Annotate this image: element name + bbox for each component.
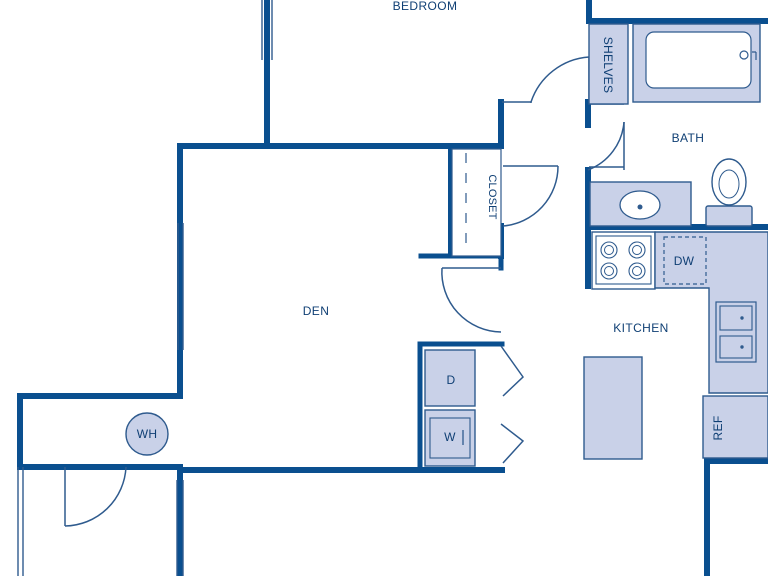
- bedroom-label: BEDROOM: [393, 0, 458, 13]
- bath-sink-drain: [637, 204, 643, 210]
- door-swing-icon: [502, 165, 559, 227]
- toilet-icon: [705, 158, 753, 227]
- dryer-box: [424, 349, 476, 407]
- double-sink-icon: [715, 301, 757, 363]
- laundry-bifold-door-upper: [500, 345, 524, 397]
- closet-fixture: [451, 148, 502, 257]
- tub-faucet: [752, 51, 757, 60]
- room-labels: BEDROOM DEN BATH KITCHEN: [303, 0, 705, 335]
- door-swing-icon: [502, 56, 590, 103]
- kitchen-island: [583, 356, 643, 460]
- dishwasher-box: [663, 236, 707, 285]
- tub-basin: [645, 31, 752, 89]
- bath-north-wall: [586, 0, 768, 24]
- stove-burner-4-inner: [632, 266, 642, 276]
- water-heater-label: WH: [137, 427, 158, 441]
- water-heater-door-arc: [64, 466, 127, 527]
- stove-burner-2-inner: [632, 245, 642, 255]
- kitchen-sink-left: [719, 305, 753, 331]
- kitchen-sink-right: [719, 335, 753, 359]
- shelves-unit: [588, 23, 629, 105]
- toilet-seat: [718, 169, 740, 199]
- water-heater-icon: [125, 412, 169, 456]
- dryer-label: D: [447, 373, 456, 387]
- laundry-fixtures: [424, 349, 476, 467]
- kitchen-sink-left-drain: [740, 316, 744, 320]
- water-heater-enclosure: [17, 393, 183, 470]
- door-swing-icon: [587, 121, 625, 171]
- laundry-bifold-door-lower: [500, 423, 525, 464]
- entry-door-arc: [530, 56, 590, 103]
- kitchen-sink-right-drain: [740, 345, 744, 349]
- door-swings: [64, 56, 625, 527]
- water-heater-fixture: [125, 412, 169, 456]
- closet-label: CLOSET: [486, 174, 498, 219]
- shelves-label: SHELVES: [601, 37, 615, 94]
- stove-icon: [591, 231, 656, 290]
- closet-box: [451, 148, 502, 257]
- laundry-bifold-doors: [500, 345, 525, 464]
- refrigerator-label: REF: [711, 416, 725, 441]
- door-swing-icon: [64, 466, 127, 527]
- washer-label: W: [444, 430, 456, 444]
- stove-burner-1-inner: [604, 245, 614, 255]
- refrigerator-box: [702, 395, 768, 459]
- sink-icon: [589, 181, 692, 227]
- tub-drain: [739, 50, 749, 60]
- bath-label: BATH: [672, 131, 705, 145]
- kitchen-label: KITCHEN: [613, 321, 668, 335]
- door-swing-icon: [441, 267, 502, 333]
- den-label: DEN: [303, 304, 330, 318]
- kitchen-fixtures: [583, 231, 768, 460]
- fixture-labels: SHELVES CLOSET DW D W REF WH: [137, 37, 725, 444]
- tub-icon: [632, 23, 761, 103]
- bath-door-arc: [587, 121, 625, 171]
- closet-door-arc: [502, 165, 559, 227]
- den-door-arc: [441, 267, 502, 333]
- bath-fixtures: [588, 23, 761, 227]
- toilet-tank: [705, 205, 753, 227]
- dishwasher-label: DW: [674, 254, 695, 268]
- stove-burner-3-inner: [604, 266, 614, 276]
